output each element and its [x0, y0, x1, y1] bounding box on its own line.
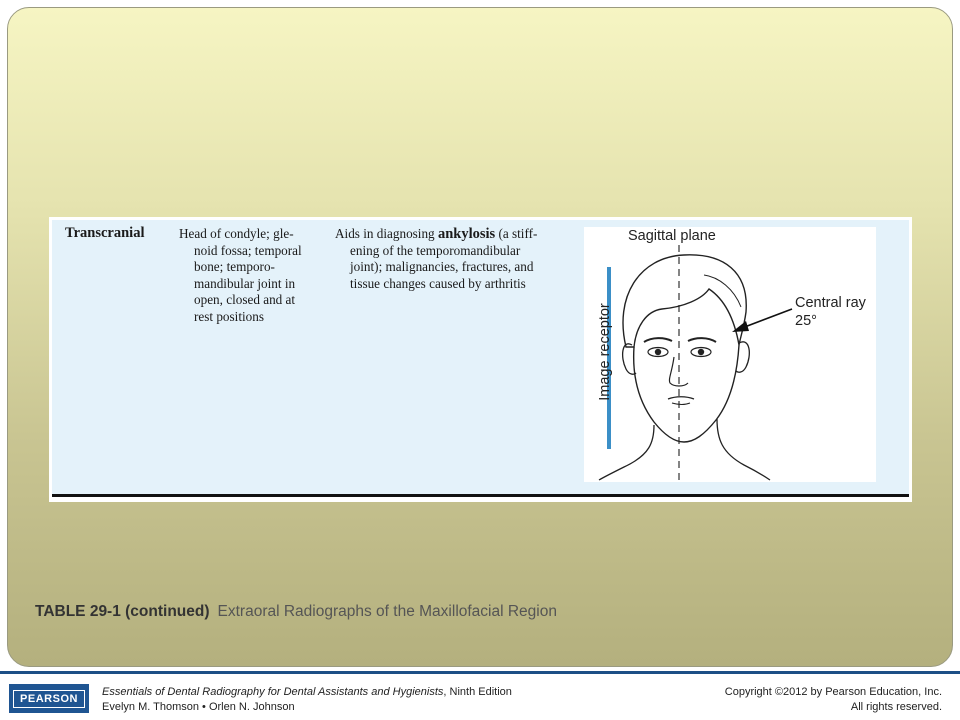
table-bottom-rule [52, 494, 909, 497]
anatomy-line: bone; temporo- [194, 259, 275, 274]
table-row: Transcranial Head of condyle; gle- noid … [52, 220, 909, 494]
table-caption: TABLE 29-1 (continued) Extraoral Radiogra… [35, 603, 557, 621]
image-receptor-bar [607, 267, 611, 449]
caption-description: Extraoral Radiographs of the Maxillofaci… [217, 603, 557, 620]
purpose-term: ankylosis [437, 226, 496, 242]
ray-angle-label: 25° [795, 313, 817, 329]
neck-left [598, 424, 655, 481]
purpose-line: Aids in diagnosing ankylosis (a stiff- [335, 226, 580, 243]
rights-notice: All rights reserved. [850, 701, 942, 713]
transcranial-illustration: Sagittal plane Central ray 25° Image rec… [584, 227, 876, 482]
slide-footer: PEARSON Essentials of Dental Radiography… [0, 674, 960, 720]
anatomy-line: mandibular joint in [194, 275, 296, 291]
diagnostic-purpose: Aids in diagnosing ankylosis (a stiff- e… [335, 226, 580, 292]
central-ray-line [741, 308, 793, 329]
image-receptor-label: Image receptor [597, 303, 613, 401]
face-outline [632, 344, 740, 443]
purpose-suffix: (a stiff- [495, 226, 538, 241]
purpose-line: ening of the temporomandibular [350, 242, 521, 258]
book-title: Essentials of Dental Radiography for Den… [102, 686, 444, 698]
anatomy-line: Head of condyle; gle- [179, 226, 294, 241]
hair-strand [703, 274, 742, 308]
right-pupil [697, 348, 705, 356]
right-ear [735, 341, 750, 373]
mouth [667, 396, 695, 400]
right-brow [687, 337, 717, 343]
lower-lip [671, 402, 691, 405]
anatomy-line: open, closed and at [194, 292, 296, 307]
neck-right [716, 418, 771, 481]
right-eye [690, 346, 712, 358]
sagittal-plane-label: Sagittal plane [628, 228, 716, 244]
footer-rule [0, 671, 960, 674]
book-citation: Essentials of Dental Radiography for Den… [102, 685, 512, 699]
left-brow [643, 337, 673, 343]
central-ray-label: Central ray [795, 295, 866, 311]
radiograph-type: Transcranial [65, 225, 145, 241]
left-pupil [654, 348, 662, 356]
purpose-line: joint); malignancies, fractures, and [350, 259, 534, 274]
hair-outline [622, 254, 747, 348]
book-edition: , Ninth Edition [443, 686, 512, 698]
nose [668, 356, 689, 387]
logo-text: PEARSON [13, 689, 85, 708]
left-ear [621, 343, 637, 375]
head-diagram [598, 245, 793, 481]
table-figure: Transcranial Head of condyle; gle- noid … [49, 217, 912, 502]
central-ray-arrowhead [732, 321, 749, 332]
purpose-prefix: Aids in diagnosing [335, 226, 438, 241]
caption-label: TABLE 29-1 (continued) [35, 603, 210, 620]
anatomy-line: rest positions [194, 308, 264, 324]
anatomy-shown: Head of condyle; gle- noid fossa; tempor… [179, 226, 329, 325]
left-eye [647, 346, 669, 358]
copyright-notice: Copyright ©2012 by Pearson Education, In… [724, 686, 942, 698]
purpose-line: tissue changes caused by arthritis [350, 275, 526, 291]
pearson-logo: PEARSON [9, 684, 89, 713]
book-authors: Evelyn M. Thomson • Orlen N. Johnson [102, 701, 295, 713]
anatomy-line: noid fossa; temporal [194, 242, 302, 258]
